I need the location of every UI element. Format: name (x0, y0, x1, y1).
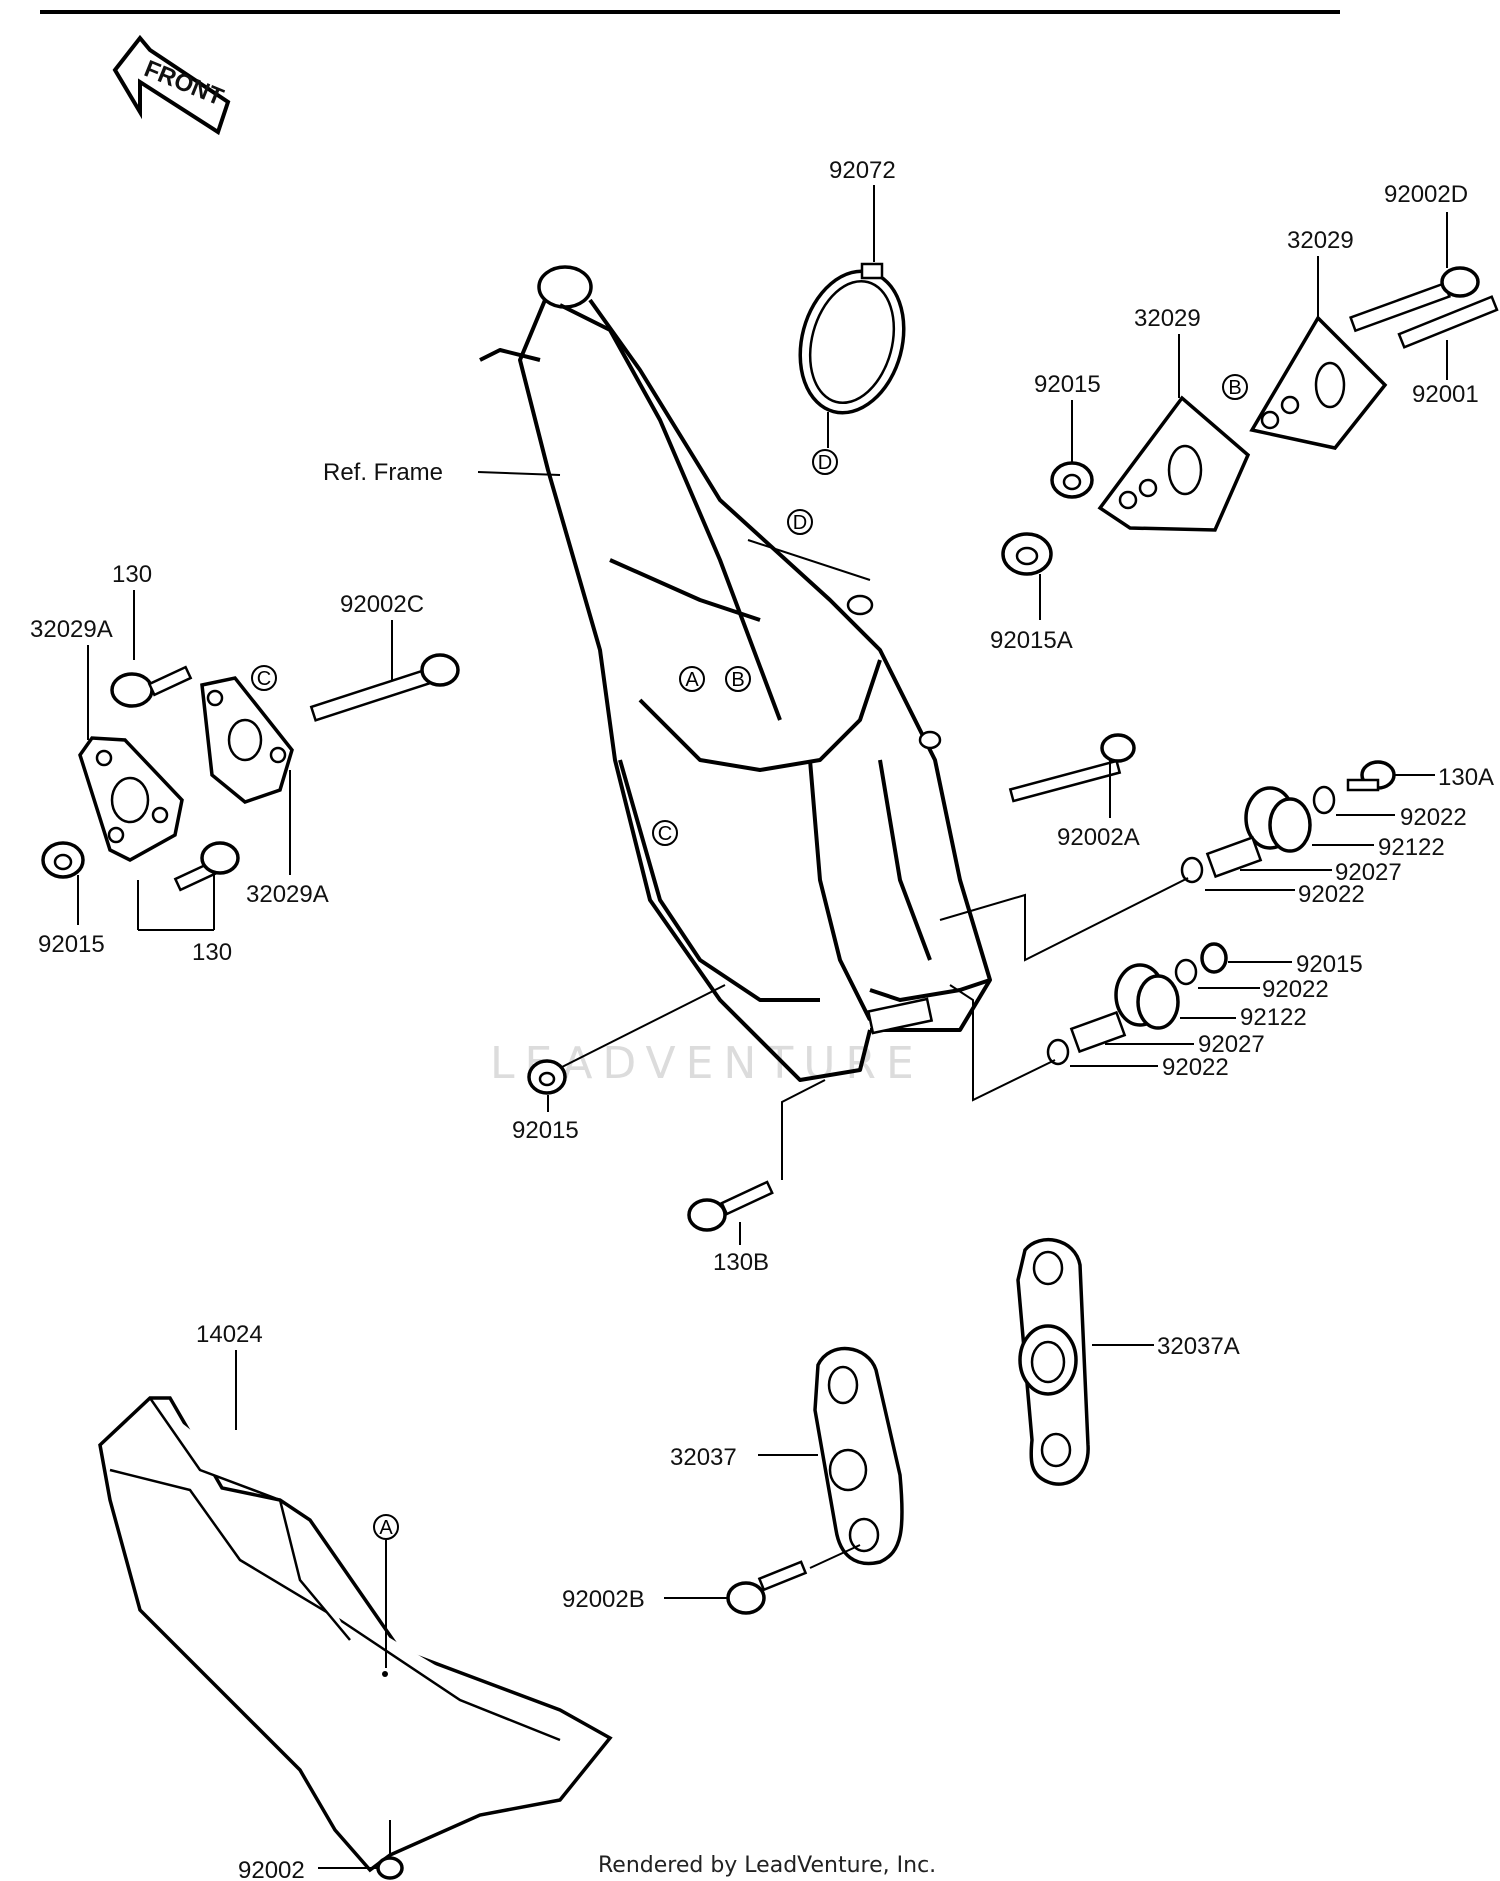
nut-92015A (1001, 532, 1053, 576)
label-92002D: 92002D (1384, 181, 1468, 208)
label-32037: 32037 (670, 1444, 737, 1471)
link-32037 (813, 1347, 904, 1566)
label-92122-1: 92122 (1378, 834, 1445, 861)
motorcycle-frame (479, 265, 992, 1082)
nut-92015-center (527, 1059, 567, 1095)
svg-text:B: B (731, 669, 744, 691)
svg-text:A: A (379, 1517, 393, 1539)
washer-92022-4 (1046, 1038, 1070, 1066)
bolt-92002D (1349, 266, 1480, 333)
label-92122-2: 92122 (1240, 1004, 1307, 1031)
collar-92027-2 (1069, 1010, 1127, 1054)
bracket-32029-front (1097, 395, 1251, 532)
bolt-92001 (1397, 295, 1499, 349)
label-32037A: 32037A (1157, 1333, 1240, 1360)
svg-text:A: A (685, 669, 699, 691)
bolt-92002C (309, 653, 460, 722)
bolt-92002 (376, 1856, 404, 1880)
washer-92022-2 (1180, 856, 1204, 884)
skid-plate-14024 (98, 1396, 613, 1873)
label-92022-1: 92022 (1400, 804, 1467, 831)
label-92027-1: 92027 (1335, 859, 1402, 886)
label-32029A-bottom: 32029A (246, 881, 329, 908)
callout-c-frame: C (652, 820, 678, 846)
bolt-130-top (110, 665, 193, 708)
callout-d-band: D (812, 449, 838, 475)
label-92002B: 92002B (562, 1586, 645, 1613)
washer-92022-1 (1312, 785, 1336, 815)
label-92015A: 92015A (990, 627, 1073, 654)
bolt-92002A (1008, 733, 1136, 803)
callout-c-left: C (251, 665, 277, 691)
label-130-top: 130 (112, 561, 152, 588)
bushing-92122-1 (1244, 786, 1312, 853)
bolt-130-bottom (173, 841, 240, 892)
ref-frame-label: Ref. Frame (323, 459, 443, 486)
washer-92022-3 (1174, 958, 1198, 986)
label-92002A: 92002A (1057, 824, 1140, 851)
front-arrow-icon: FRONT (112, 34, 231, 136)
bolt-130A (1346, 760, 1396, 792)
svg-text:B: B (1228, 377, 1241, 399)
label-92015-top: 92015 (1034, 371, 1101, 398)
nut-92015-left (41, 841, 85, 879)
label-130-bottom: 130 (192, 939, 232, 966)
callout-d-frame: D (787, 509, 813, 535)
callout-b-frame: B (725, 666, 751, 692)
nut-92015-top (1050, 461, 1094, 499)
bolt-92002B (726, 1560, 808, 1615)
label-14024: 14024 (196, 1321, 263, 1348)
label-92022-4: 92022 (1162, 1054, 1229, 1081)
label-92072: 92072 (829, 157, 896, 184)
label-32029-right-front: 32029 (1134, 305, 1201, 332)
label-92022-3: 92022 (1262, 976, 1329, 1003)
label-92015-left: 92015 (38, 931, 105, 958)
band-92072 (798, 185, 906, 448)
label-92002C: 92002C (340, 591, 424, 618)
callout-a-frame: A (679, 666, 705, 692)
label-92015-center: 92015 (512, 1117, 579, 1144)
label-92027-2: 92027 (1198, 1031, 1265, 1058)
label-130A: 130A (1438, 764, 1494, 791)
bolt-130B (687, 1180, 774, 1232)
svg-text:C: C (257, 668, 271, 690)
bracket-32029-rear (1249, 315, 1388, 450)
label-92022-2: 92022 (1298, 881, 1365, 908)
bracket-32029A-left (78, 736, 184, 862)
link-32037A (1016, 1237, 1090, 1486)
callout-b-bracket: B (1222, 374, 1248, 400)
label-92001: 92001 (1412, 381, 1479, 408)
bracket-32029A-right (200, 676, 294, 804)
callout-a-skid: A (373, 1514, 399, 1540)
svg-text:D: D (793, 512, 807, 534)
collar-92027-1 (1205, 835, 1263, 879)
label-130B: 130B (713, 1249, 769, 1276)
nut-92015-right (1200, 942, 1228, 974)
svg-text:C: C (658, 823, 672, 845)
label-92002: 92002 (238, 1857, 305, 1881)
label-32029-right-rear: 32029 (1287, 227, 1354, 254)
label-32029A-top: 32029A (30, 616, 113, 643)
label-92015-right: 92015 (1296, 951, 1363, 978)
bushing-92122-2 (1114, 963, 1180, 1030)
svg-text:D: D (818, 452, 832, 474)
credit-text: Rendered by LeadVenture, Inc. (598, 1853, 936, 1878)
